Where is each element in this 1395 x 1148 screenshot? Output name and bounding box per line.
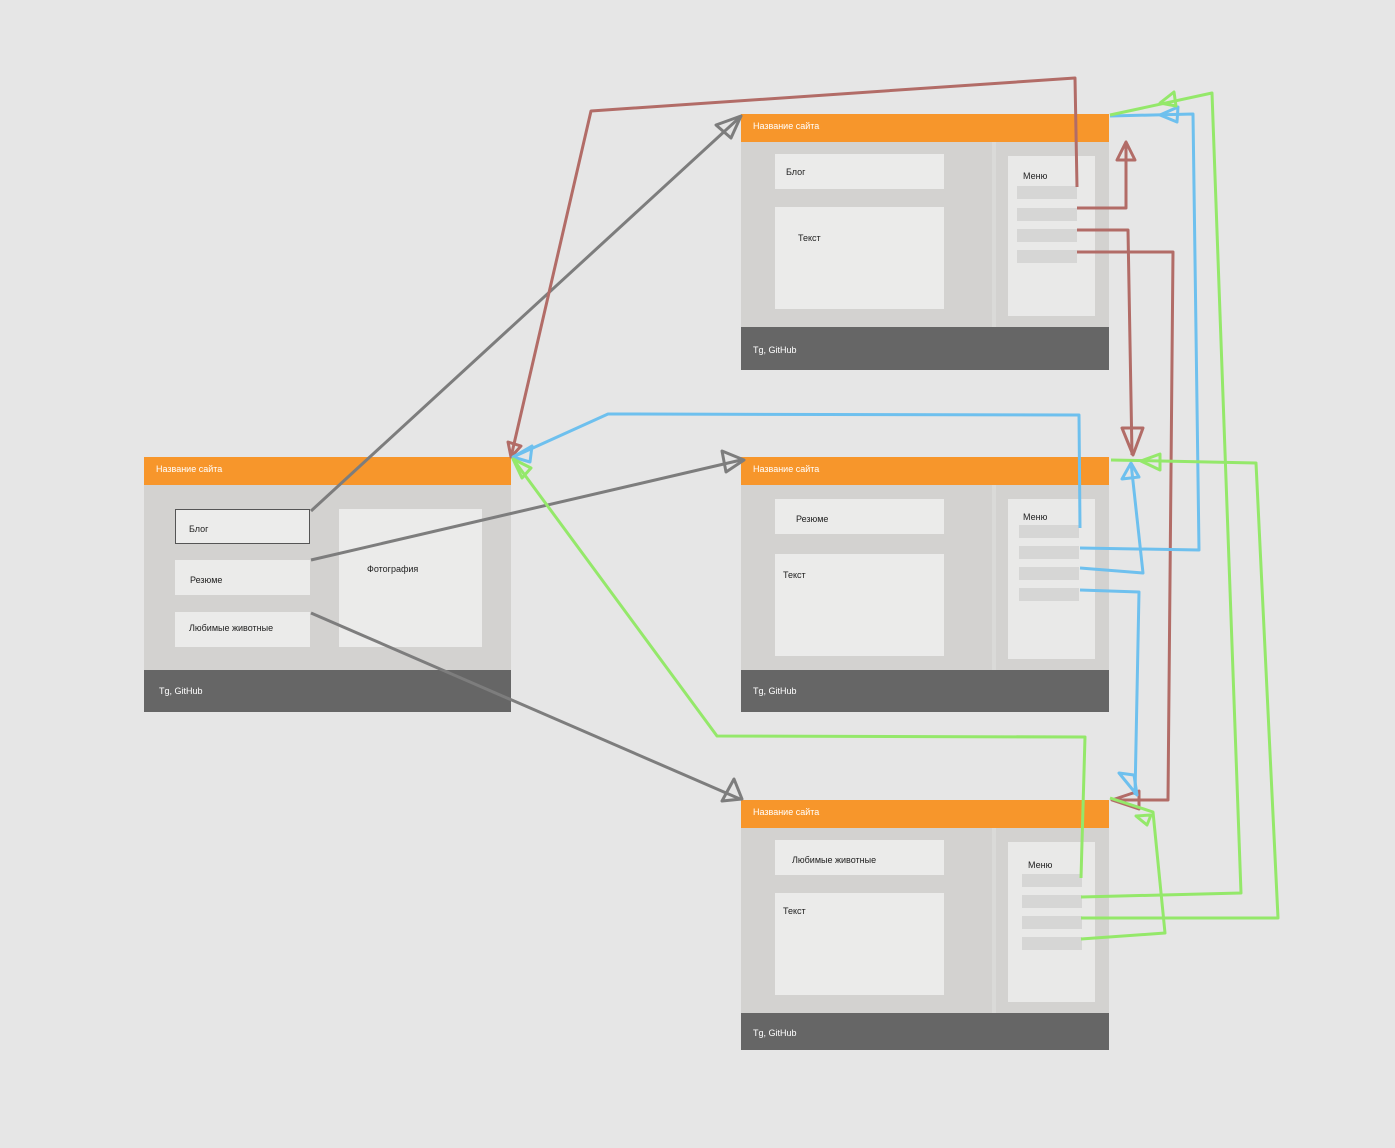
arrowhead — [511, 444, 534, 464]
nav-blog-label: Блог — [189, 524, 209, 534]
text-box: Текст — [775, 554, 944, 656]
arrow-pets-menu-to-resume — [1081, 458, 1280, 920]
blog-page-frame: Название сайта Блог Текст Меню Tg, GitHu… — [741, 114, 1109, 370]
page-header: Название сайта — [741, 457, 1109, 485]
home-frame: Название сайта Блог Резюме Любимые живот… — [144, 457, 511, 712]
page-title: Блог — [786, 167, 806, 177]
arrowhead — [1139, 452, 1162, 472]
arrow-blog-menu-self — [1077, 142, 1128, 210]
arrow-pets-to-page — [310, 611, 741, 801]
divider — [992, 485, 996, 670]
footer-text: Tg, GitHub — [753, 345, 797, 355]
menu-item[interactable] — [1019, 567, 1079, 580]
pets-page-frame: Название сайта Любимые животные Текст Ме… — [741, 800, 1109, 1050]
arrow-pets-menu-to-home — [511, 458, 1087, 879]
menu-item[interactable] — [1017, 250, 1077, 263]
arrowhead — [1158, 90, 1178, 108]
arrow-blog-menu-to-pets — [1077, 250, 1175, 802]
page-title-box: Любимые животные — [775, 840, 944, 875]
arrow-resume-menu-self — [1079, 462, 1145, 575]
text-box: Текст — [775, 893, 944, 995]
red-links — [506, 76, 1175, 811]
arrowhead — [506, 440, 523, 459]
arrowhead — [1120, 426, 1145, 457]
arrowhead — [1115, 140, 1137, 162]
menu-title: Меню — [1023, 512, 1048, 522]
page-footer: Tg, GitHub — [741, 1013, 1109, 1050]
divider — [992, 142, 996, 327]
menu-item[interactable] — [1017, 208, 1077, 221]
page-title-box: Резюме — [775, 499, 944, 534]
arrow-resume-menu-to-home — [512, 412, 1082, 529]
arrow-pets-menu-self — [1080, 796, 1167, 941]
gray-links — [309, 114, 746, 803]
arrowhead — [1120, 461, 1141, 481]
home-header: Название сайта — [144, 457, 511, 485]
page-header: Название сайта — [741, 114, 1109, 142]
page-header: Название сайта — [741, 800, 1109, 828]
arrow-pets-menu-to-blog — [1080, 91, 1243, 899]
arrowhead — [720, 449, 746, 474]
menu-item[interactable] — [1017, 186, 1077, 199]
arrowhead — [1117, 771, 1139, 797]
menu-item[interactable] — [1017, 229, 1077, 242]
menu-item[interactable] — [1022, 937, 1082, 950]
arrowhead — [720, 777, 744, 803]
arrow-resume-menu-to-pets — [1079, 588, 1141, 796]
text-label: Текст — [798, 233, 821, 243]
footer-text: Tg, GitHub — [753, 1028, 797, 1038]
arrowhead — [1134, 813, 1153, 827]
divider — [992, 828, 996, 1013]
photo-box: Фотография — [339, 509, 482, 647]
menu-title: Меню — [1028, 860, 1053, 870]
green-links — [511, 90, 1280, 941]
resume-page-frame: Название сайта Резюме Текст Меню Tg, Git… — [741, 457, 1109, 712]
text-label: Текст — [783, 570, 806, 580]
footer-text: Tg, GitHub — [753, 686, 797, 696]
page-footer: Tg, GitHub — [741, 327, 1109, 370]
menu-item[interactable] — [1019, 588, 1079, 601]
nav-blog-button[interactable]: Блог — [175, 509, 310, 544]
footer-text: Tg, GitHub — [159, 686, 203, 696]
nav-pets-button[interactable]: Любимые животные — [175, 612, 310, 647]
menu-sidebar: Меню — [1008, 156, 1095, 316]
arrow-resume-menu-to-blog — [1079, 112, 1201, 552]
text-label: Текст — [783, 906, 806, 916]
nav-pets-label: Любимые животные — [189, 623, 274, 633]
menu-item[interactable] — [1022, 895, 1082, 908]
menu-item[interactable] — [1019, 546, 1079, 559]
nav-resume-button[interactable]: Резюме — [175, 560, 310, 595]
blue-links — [511, 105, 1201, 797]
page-footer: Tg, GitHub — [741, 670, 1109, 712]
page-title: Резюме — [796, 514, 829, 524]
arrow-resume-to-page — [310, 458, 742, 562]
menu-item[interactable] — [1019, 525, 1079, 538]
site-title: Название сайта — [753, 121, 820, 131]
page-title-box: Блог — [775, 154, 944, 189]
site-title: Название сайта — [753, 807, 820, 817]
arrow-blog-menu-to-home — [509, 76, 1079, 458]
page-title: Любимые животные — [792, 855, 877, 865]
arrow-blog-to-page — [309, 116, 741, 513]
text-box: Текст — [775, 207, 944, 309]
arrowhead — [511, 457, 533, 480]
arrowhead — [1158, 105, 1180, 124]
photo-label: Фотография — [367, 564, 419, 574]
arrowhead — [714, 114, 743, 140]
menu-item[interactable] — [1022, 916, 1082, 929]
nav-resume-label: Резюме — [190, 575, 223, 585]
site-title: Название сайта — [753, 464, 820, 474]
home-footer: Tg, GitHub — [144, 670, 511, 712]
site-title: Название сайта — [156, 464, 223, 474]
arrow-blog-menu-to-resume — [1077, 228, 1134, 456]
menu-item[interactable] — [1022, 874, 1082, 887]
menu-title: Меню — [1023, 171, 1048, 181]
